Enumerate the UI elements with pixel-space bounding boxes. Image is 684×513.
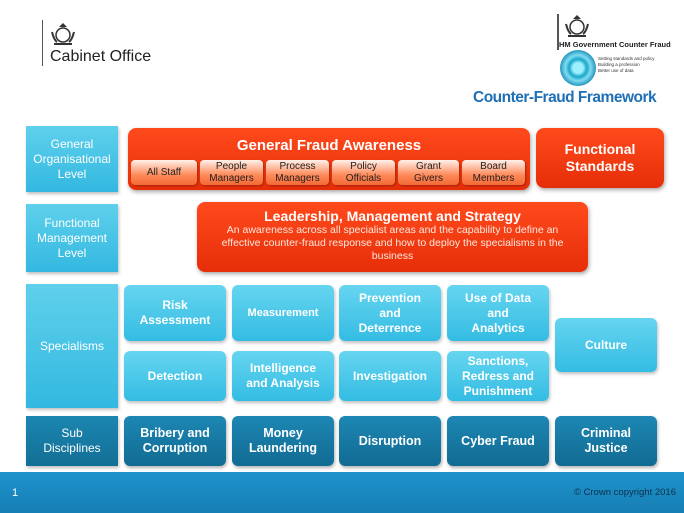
general-fraud-awareness-title: General Fraud Awareness	[236, 137, 422, 154]
specialism-culture: Culture	[555, 318, 657, 372]
royal-crest-icon	[565, 15, 589, 37]
specialism-measurement: Measurement	[232, 285, 334, 341]
specialism-prevention: Prevention and Deterrence	[339, 285, 441, 341]
sub-bribery: Bribery and Corruption	[124, 416, 226, 466]
specialism-use-of-data: Use of Data and Analytics	[447, 285, 549, 341]
sub-criminal-justice: Criminal Justice	[555, 416, 657, 466]
leadership-box: Leadership, Management and Strategy An a…	[197, 202, 588, 272]
level-specialisms: Specialisms	[26, 284, 118, 408]
specialism-investigation: Investigation	[339, 351, 441, 401]
group-policy-officials: Policy Officials	[332, 160, 395, 185]
page-number: 1	[12, 487, 19, 499]
level-sub-disciplines: Sub Disciplines	[26, 416, 118, 466]
group-people-managers: People Managers	[200, 160, 263, 185]
level-general: General Organisational Level	[26, 126, 118, 192]
sub-cyber-fraud: Cyber Fraud	[447, 416, 549, 466]
specialism-sanctions: Sanctions, Redress and Punishment	[447, 351, 549, 401]
leadership-title: Leadership, Management and Strategy	[264, 208, 521, 224]
royal-crest-icon	[51, 23, 75, 45]
cabinet-office-logo: Cabinet Office	[42, 20, 162, 66]
hm-counter-fraud-logo: HM Government Counter Fraud Setting stan…	[557, 14, 682, 89]
level-functional: Functional Management Level	[26, 204, 118, 272]
group-board-members: Board Members	[462, 160, 525, 185]
specialism-intelligence: Intelligence and Analysis	[232, 351, 334, 401]
footer-bar: 1 © Crown copyright 2016	[0, 472, 684, 513]
specialism-detection: Detection	[124, 351, 226, 401]
group-grant-givers: Grant Givers	[398, 160, 459, 185]
page-title: Counter-Fraud Framework	[473, 89, 657, 106]
specialism-risk-assessment: Risk Assessment	[124, 285, 226, 341]
leadership-description: An awareness across all specialist areas…	[221, 224, 564, 262]
cabinet-office-label: Cabinet Office	[50, 48, 152, 65]
bullet-list: Setting standards and policy Building a …	[598, 56, 655, 73]
copyright: © Crown copyright 2016	[573, 487, 676, 498]
group-all-staff: All Staff	[131, 160, 197, 185]
sub-money-laundering: Money Laundering	[232, 416, 334, 466]
functional-standards-box: Functional Standards	[536, 128, 664, 188]
circle-emblem	[560, 50, 596, 86]
group-process-managers: Process Managers	[266, 160, 329, 185]
hm-counter-fraud-label: HM Government Counter Fraud	[559, 40, 671, 49]
sub-disruption: Disruption	[339, 416, 441, 466]
